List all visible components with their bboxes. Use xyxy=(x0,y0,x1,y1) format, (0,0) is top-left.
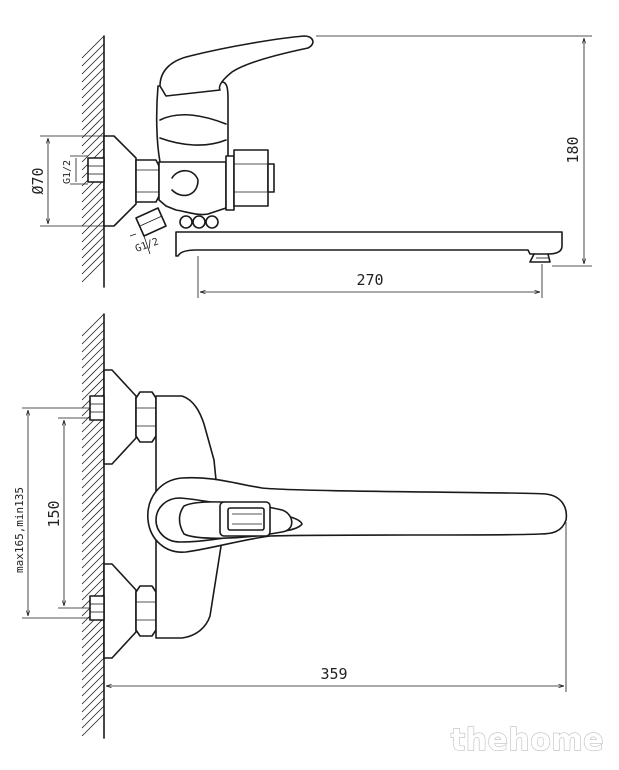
hatch-line xyxy=(81,67,105,91)
hatch-line xyxy=(81,433,105,457)
hatch-line xyxy=(81,553,105,577)
hatch-line xyxy=(81,377,105,401)
hatch-line xyxy=(81,577,105,601)
hatch-line xyxy=(81,673,105,697)
hatch-line xyxy=(81,465,105,489)
hatch-line xyxy=(81,219,105,243)
hatch-line xyxy=(81,641,105,665)
hatch-line xyxy=(81,657,105,681)
hatch-line xyxy=(81,681,105,705)
watermark: thehome xyxy=(451,723,604,758)
hatch-line xyxy=(81,521,105,545)
thread-aerator: G1/2 xyxy=(129,233,160,255)
hatch-line xyxy=(81,449,105,473)
dimension-180: 180 xyxy=(316,35,592,267)
hatch-line xyxy=(81,665,105,689)
hatch-line xyxy=(81,425,105,449)
hatch-line xyxy=(81,369,105,393)
lower-inlet xyxy=(89,563,157,659)
hatch-line xyxy=(81,337,105,361)
hatch-line xyxy=(81,633,105,657)
lever-handle-front xyxy=(147,476,568,553)
wall-hatch-bottom xyxy=(81,313,105,739)
dimension-359-label: 359 xyxy=(320,665,347,683)
hatch-line xyxy=(81,235,105,259)
hatch-line xyxy=(81,417,105,441)
hatch-line xyxy=(81,99,105,123)
hatch-line xyxy=(81,107,105,131)
o-rings-side xyxy=(179,215,219,229)
dimension-359: 359 xyxy=(106,522,567,692)
wall-flange-side xyxy=(103,135,137,227)
dimension-range-label: max165,min135 xyxy=(13,487,26,573)
hatch-line xyxy=(81,489,105,513)
upper-inlet xyxy=(89,369,157,465)
hatch-line xyxy=(81,689,105,713)
aerator-side xyxy=(135,207,167,237)
hatch-line xyxy=(81,361,105,385)
dimension-range: max165,min135 xyxy=(13,407,90,619)
hatch-line xyxy=(81,91,105,115)
hatch-line xyxy=(81,545,105,569)
hatch-line xyxy=(81,329,105,353)
dimension-270-label: 270 xyxy=(356,271,383,289)
hatch-line xyxy=(81,51,105,75)
lever-handle-side xyxy=(159,35,314,97)
outlet-connector-side xyxy=(225,149,275,211)
hatch-line xyxy=(81,697,105,721)
dimension-270: 270 xyxy=(197,256,543,298)
hatch-line xyxy=(81,187,105,211)
hatch-line xyxy=(81,529,105,553)
hatch-line xyxy=(81,203,105,227)
hatch-line xyxy=(81,259,105,283)
front-view: 150 max165,min135 359 xyxy=(13,313,568,739)
hatch-line xyxy=(81,321,105,345)
dimension-diameter-label: Ø70 xyxy=(29,167,47,194)
hatch-line xyxy=(81,179,105,203)
hatch-line xyxy=(81,561,105,585)
hatch-line xyxy=(81,83,105,107)
dimension-diameter: Ø70 xyxy=(29,135,106,227)
hatch-line xyxy=(81,211,105,235)
hatch-line xyxy=(81,713,105,737)
dimension-150: 150 xyxy=(45,417,90,609)
hatch-line xyxy=(81,569,105,593)
hatch-line xyxy=(81,625,105,649)
wall-pipe-side xyxy=(87,157,105,183)
hatch-line xyxy=(81,139,105,163)
hatch-line xyxy=(81,35,105,59)
hatch-line xyxy=(81,497,105,521)
side-view: 180 270 Ø70 G1/2 G1/2 xyxy=(29,35,592,298)
hex-nut-side xyxy=(135,159,160,203)
hatch-line xyxy=(81,505,105,529)
dimension-180-label: 180 xyxy=(564,136,582,163)
hatch-line xyxy=(81,123,105,147)
hatch-line xyxy=(81,227,105,251)
hatch-line xyxy=(81,345,105,369)
hatch-line xyxy=(81,353,105,377)
hatch-line xyxy=(81,75,105,99)
hatch-line xyxy=(81,43,105,67)
hatch-line xyxy=(81,513,105,537)
hatch-line xyxy=(81,195,105,219)
hatch-line xyxy=(81,457,105,481)
dimension-150-label: 150 xyxy=(45,500,63,527)
hatch-line xyxy=(81,705,105,729)
thread-aerator-label: G1/2 xyxy=(134,236,160,255)
thread-wall-label: G1/2 xyxy=(62,160,73,184)
hatch-line xyxy=(81,441,105,465)
hatch-line xyxy=(81,473,105,497)
hatch-line xyxy=(81,251,105,275)
hatch-line xyxy=(81,243,105,267)
spout-side xyxy=(175,231,563,257)
thread-wall: G1/2 xyxy=(62,155,88,185)
hatch-line xyxy=(81,481,105,505)
hatch-line xyxy=(81,537,105,561)
hatch-line xyxy=(81,649,105,673)
hatch-line xyxy=(81,617,105,641)
hatch-line xyxy=(81,313,105,337)
hatch-line xyxy=(81,59,105,83)
hatch-line xyxy=(81,115,105,139)
